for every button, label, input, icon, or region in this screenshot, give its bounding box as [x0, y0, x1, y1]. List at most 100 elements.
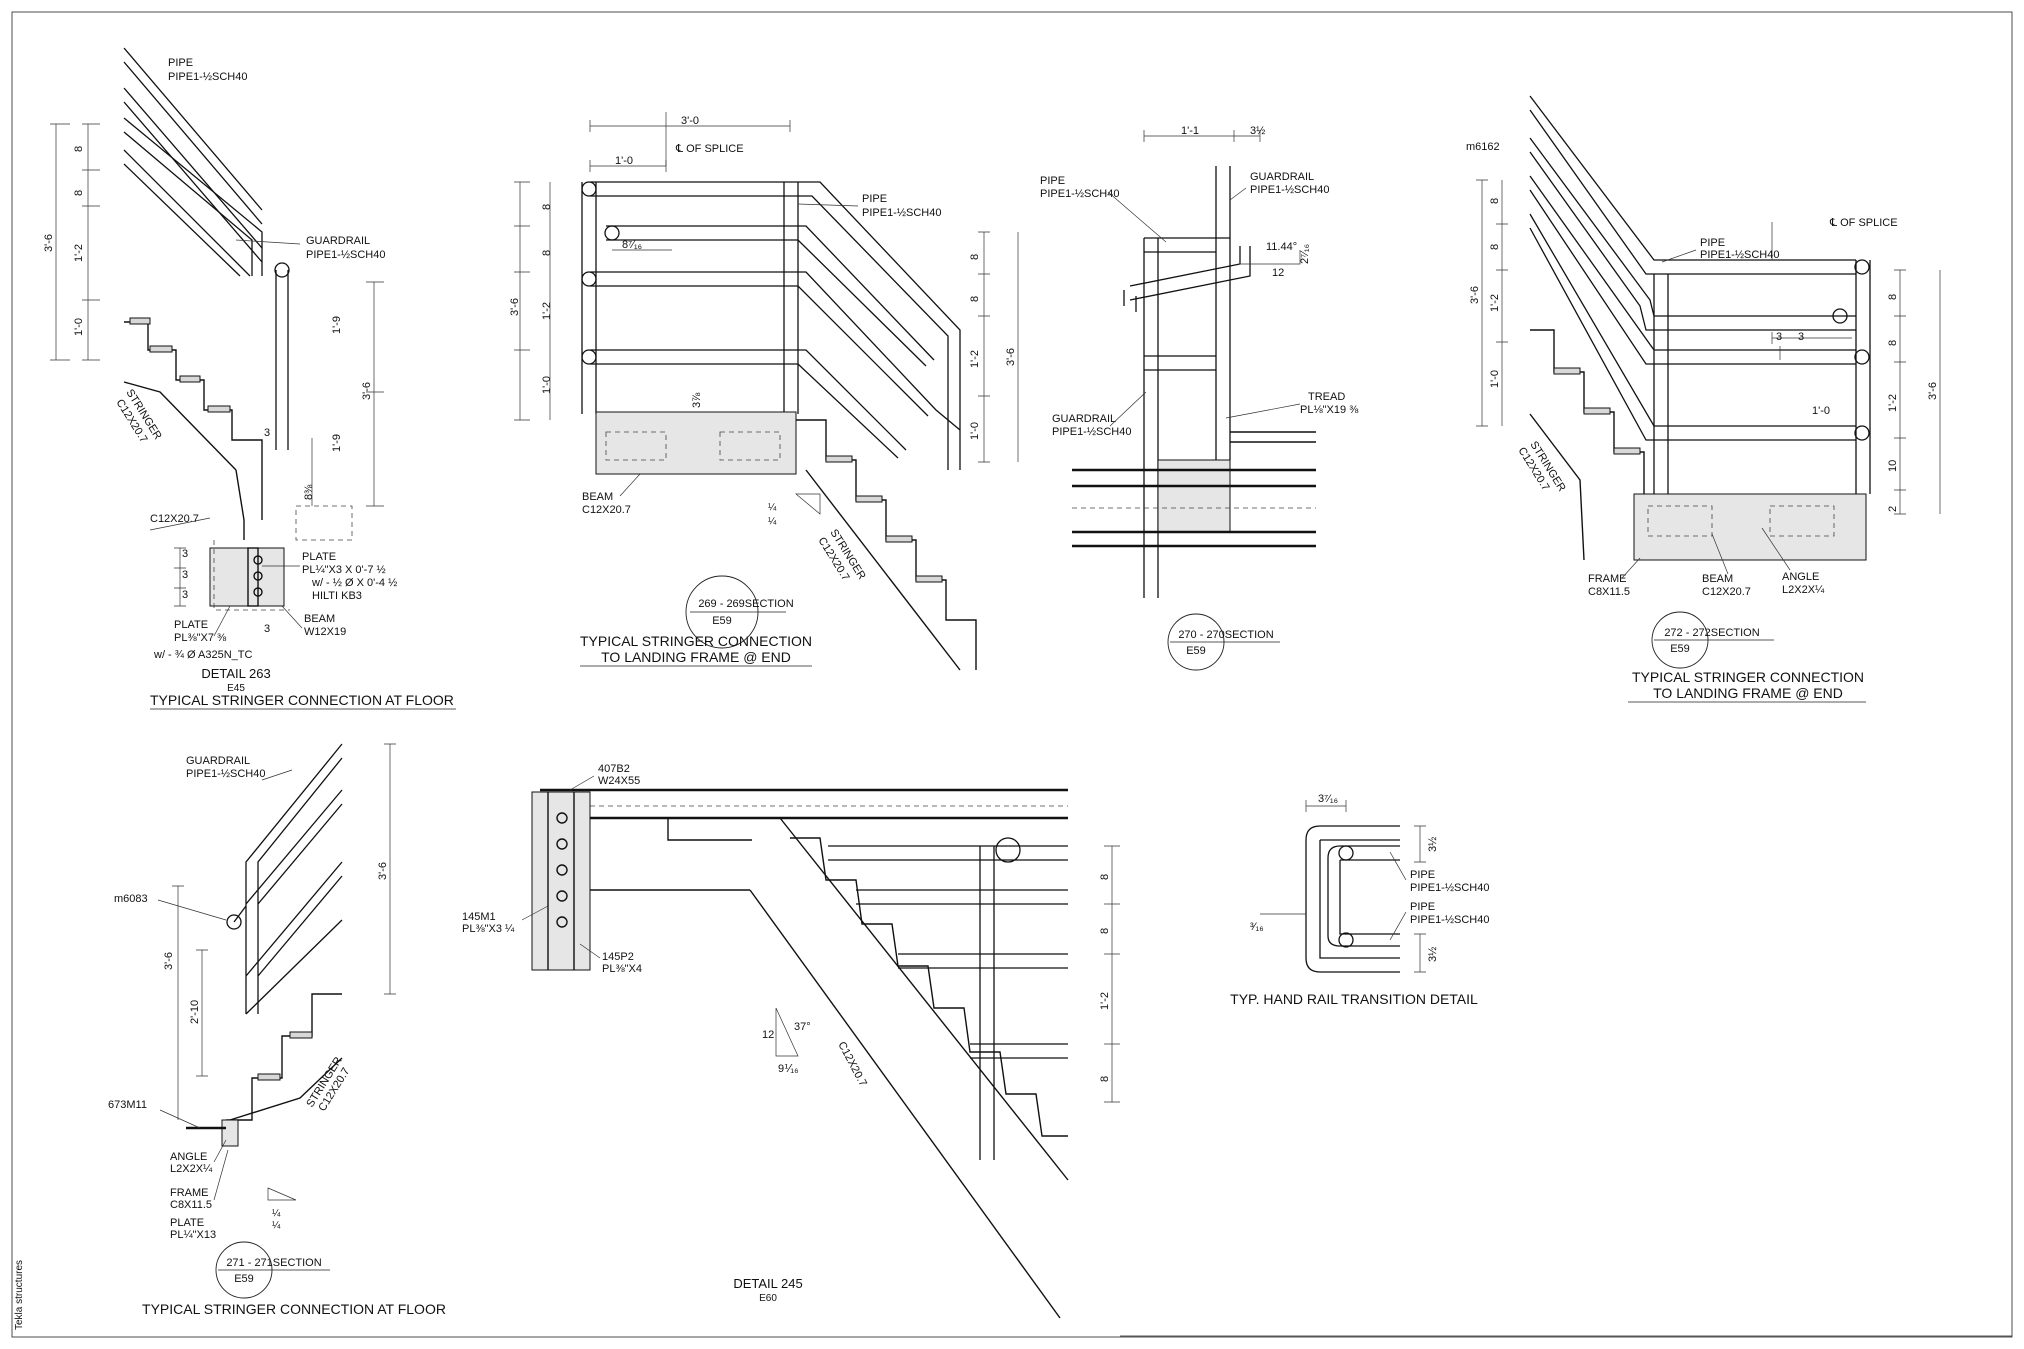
label-271-angle-spec: L2X2X¼: [170, 1163, 213, 1175]
dim-269-e: 8: [541, 204, 553, 210]
dim-269-m: 1'-0: [969, 422, 981, 440]
dim-272-m: 2: [1887, 506, 1899, 512]
dim-272-l: 10: [1887, 460, 1899, 472]
dim-270-b: 3½: [1250, 125, 1265, 137]
label-270-angle: 11.44°: [1266, 241, 1297, 253]
label-245-plate2-spec: PL⅜"X4: [602, 963, 642, 975]
beam-272: [1633, 493, 1867, 561]
label-270-tread-spec: PL⅛"X19 ⅜: [1300, 404, 1359, 416]
sheet-note: Tekla structures: [14, 1260, 25, 1330]
label-272-beam-spec: C12X20.7: [1702, 586, 1751, 598]
label-271-slope-2: ¼: [272, 1219, 281, 1231]
label-272-angle-spec: L2X2X¼: [1782, 584, 1825, 596]
dim-269-i: 3'-6: [509, 298, 521, 316]
label-272-pipe-spec: PIPE1-½SCH40: [1700, 249, 1779, 261]
title-272: 272 - 272SECTION: [1664, 627, 1759, 639]
dim-263-i: 3: [264, 427, 270, 439]
label-transition-pipe-b-spec: PIPE1-½SCH40: [1410, 914, 1489, 926]
subtitle-269-a: TYPICAL STRINGER CONNECTION: [580, 633, 812, 649]
dim-263-e: 1'-9: [331, 316, 343, 334]
label-270-tread: TREAD: [1308, 391, 1345, 403]
dim-269-a: 3'-0: [681, 115, 699, 127]
label-245-mark: 407B2: [598, 763, 630, 775]
dim-263-k: 3: [182, 569, 188, 581]
title-245: DETAIL 245: [733, 1276, 802, 1291]
title-270: 270 - 270SECTION: [1178, 629, 1273, 641]
dim-transition-c: 3½: [1427, 947, 1439, 962]
dim-272-f: 3: [1776, 331, 1782, 343]
section-271: 3'-6 3'-6 2'-10 GUARDRAIL PIPE1-½SCH40 m…: [108, 743, 446, 1317]
dim-263-m: 3: [264, 623, 270, 635]
dim-245-b: 8: [1099, 928, 1111, 934]
beam-245-column: [531, 791, 591, 971]
label-271-mark2: 673M11: [108, 1099, 147, 1111]
label-269-pipe-spec: PIPE1-½SCH40: [862, 207, 941, 219]
dim-245-a: 8: [1099, 874, 1111, 880]
dim-263-overall: 3'-6: [43, 234, 55, 252]
dim-269-l: 1'-2: [969, 350, 981, 368]
label-263-plate-bolt: w/ - ½ Ø X 0'-4 ½: [311, 577, 397, 589]
dim-272-e: 1'-0: [1489, 370, 1501, 388]
dim-272-k: 1'-2: [1887, 394, 1899, 412]
label-271-frame-spec: C8X11.5: [170, 1199, 212, 1211]
label-271-mark: m6083: [114, 893, 148, 905]
frame-271: [221, 1119, 239, 1147]
dim-269-b: 1'-0: [615, 155, 633, 167]
handrail-transition: 3⁷⁄₁₆ 3½ 3½ PIPE PIPE1-½SCH40 PIPE PIPE1…: [1230, 793, 1489, 1007]
label-transition-pipe-a-spec: PIPE1-½SCH40: [1410, 882, 1489, 894]
dim-272-a: 3'-6: [1469, 286, 1481, 304]
title-263: DETAIL 263: [201, 666, 270, 681]
dim-transition-a: 3⁷⁄₁₆: [1318, 793, 1338, 805]
label-245-run: 9⅟₁₆: [778, 1063, 799, 1075]
label-245-plate2: 145P2: [602, 951, 634, 963]
label-270-guardrail-spec: PIPE1-½SCH40: [1052, 426, 1131, 438]
subtitle-263: TYPICAL STRINGER CONNECTION AT FLOOR: [150, 692, 454, 708]
dim-271-b: 3'-6: [163, 952, 175, 970]
dim-transition-b: 3½: [1427, 837, 1439, 852]
dim-271-c: 2'-10: [189, 1000, 201, 1024]
section-272: m6162 3'-6 8 8 1'-2 1'-0 3 3 1'-0 8 8 1'…: [1466, 95, 1941, 703]
label-269-slope-1: ¼: [768, 501, 777, 513]
dim-269-k: 8: [969, 296, 981, 302]
dim-270-a: 1'-1: [1181, 125, 1199, 137]
dim-272-g: 3: [1798, 331, 1804, 343]
label-271-slope-1: ¼: [272, 1207, 281, 1219]
label-transition-weld: ³⁄₁₆: [1250, 921, 1264, 933]
dim-263-h: 8⅜: [303, 484, 315, 500]
label-transition-pipe-a: PIPE: [1410, 869, 1435, 881]
dim-272-h: 1'-0: [1812, 405, 1830, 417]
label-263-plate2-spec: PL⅜"X7 ⅜: [174, 632, 227, 644]
section-270: 1'-1 3½ 2⁷⁄₁₆ 12 11.44° PIPE PIPE1-½SCH4…: [1040, 125, 1359, 671]
label-245-plate1: 145M1: [462, 911, 496, 923]
ref-270: E59: [1186, 645, 1206, 657]
ref-269: E59: [712, 615, 732, 627]
label-271-guardrail: GUARDRAIL: [186, 755, 250, 767]
label-263-plate: PLATE: [302, 551, 336, 563]
dim-263-j: 3: [182, 548, 188, 560]
label-271-plate-spec: PL¼"X13: [170, 1229, 216, 1241]
label-272-frame: FRAME: [1588, 573, 1627, 585]
label-270-pipe-spec: PIPE1-½SCH40: [1040, 188, 1119, 200]
label-272-splice: ℄ OF SPLICE: [1829, 217, 1898, 229]
beam-269: [595, 411, 797, 475]
label-270-guardrail-top-spec: PIPE1-½SCH40: [1250, 184, 1329, 196]
dim-245-c: 1'-2: [1099, 992, 1111, 1010]
dim-269-f: 8: [541, 250, 553, 256]
label-263-plate-anchor: HILTI KB3: [312, 590, 362, 602]
title-transition: TYP. HAND RAIL TRANSITION DETAIL: [1230, 991, 1478, 1007]
label-269-splice: ℄ OF SPLICE: [675, 143, 744, 155]
label-271-angle: ANGLE: [170, 1151, 207, 1163]
subtitle-271: TYPICAL STRINGER CONNECTION AT FLOOR: [142, 1301, 446, 1317]
dim-245-d: 8: [1099, 1076, 1111, 1082]
label-263-beam: BEAM: [304, 613, 335, 625]
label-263-plate2: PLATE: [174, 619, 208, 631]
dim-269-d: 3⅞: [691, 392, 703, 408]
label-263-pipe: PIPE: [168, 57, 193, 69]
dim-269-j: 8: [969, 254, 981, 260]
subtitle-272-b: TO LANDING FRAME @ END: [1653, 685, 1843, 701]
label-245-rise: 12: [762, 1029, 774, 1041]
subtitle-272-a: TYPICAL STRINGER CONNECTION: [1632, 669, 1864, 685]
label-245-angle: 37°: [794, 1021, 811, 1033]
